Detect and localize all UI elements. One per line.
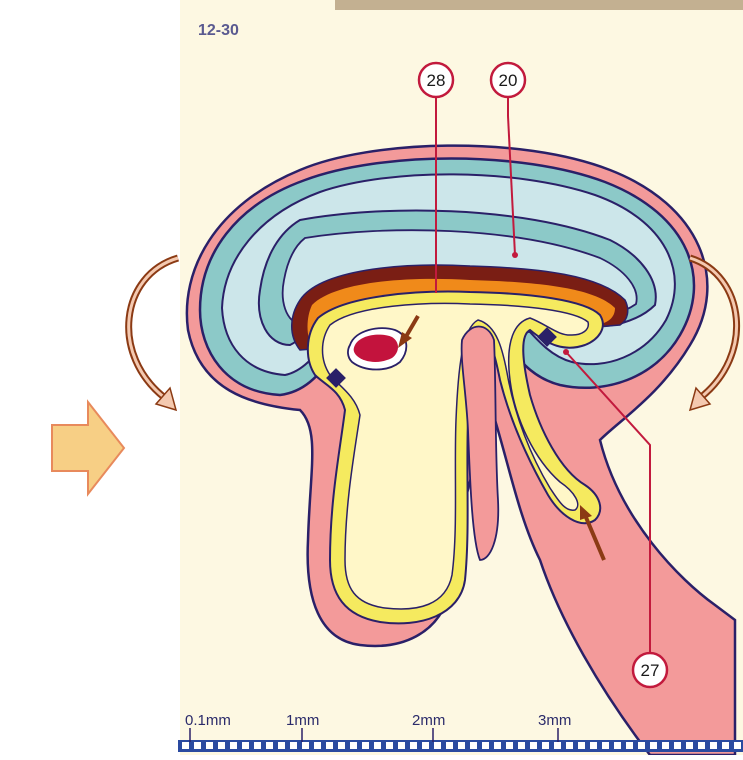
callout-label-27: 27 (641, 661, 660, 680)
scale-tick (686, 742, 693, 749)
scale-tick (218, 742, 225, 749)
right-block-arrow-icon (52, 402, 124, 494)
scale-tick (554, 742, 561, 749)
scale-tick (710, 742, 717, 749)
scale-tick (602, 742, 609, 749)
scale-tick (374, 742, 381, 749)
scale-tick (614, 742, 621, 749)
scale-tick (470, 742, 477, 749)
curved-arrow-left-icon (129, 258, 178, 410)
scale-tick (578, 742, 585, 749)
scale-label-2mm: 2mm (412, 712, 445, 729)
scale-tick (458, 742, 465, 749)
scale-tick (638, 742, 645, 749)
scale-label-3mm: 3mm (538, 712, 571, 729)
scale-tick (542, 742, 549, 749)
top-bar (335, 0, 743, 10)
scale-tick (566, 742, 573, 749)
scale-tick (518, 742, 525, 749)
scale-tick (362, 742, 369, 749)
callout-20: 20 (491, 63, 525, 97)
scale-tick (530, 742, 537, 749)
scale-tick (290, 742, 297, 749)
scale-tick (650, 742, 657, 749)
scale-tick (350, 742, 357, 749)
scale-tick (662, 742, 669, 749)
scale-tick (674, 742, 681, 749)
scale-label-1mm: 1mm (286, 712, 319, 729)
scale-tick (434, 742, 441, 749)
scale-tick (626, 742, 633, 749)
scale-tick (338, 742, 345, 749)
scale-tick (590, 742, 597, 749)
scale-tick (302, 742, 309, 749)
scale-tick (266, 742, 273, 749)
scale-tick (194, 742, 201, 749)
scale-tick (326, 742, 333, 749)
callout-label-20: 20 (499, 71, 518, 90)
callout-dot-27 (563, 349, 569, 355)
callout-27: 27 (633, 653, 667, 687)
scale-tick (398, 742, 405, 749)
scale-tick (278, 742, 285, 749)
callout-28: 28 (419, 63, 453, 97)
scale-tick (494, 742, 501, 749)
scale-tick (314, 742, 321, 749)
scale-tick (422, 742, 429, 749)
scale-tick (410, 742, 417, 749)
scale-tick (182, 742, 189, 749)
figure-number: 12-30 (198, 22, 239, 40)
scale-tick (698, 742, 705, 749)
scale-tick (506, 742, 513, 749)
scale-label-0-1mm: 0.1mm (185, 712, 231, 729)
scale-tick (446, 742, 453, 749)
scale-tick (242, 742, 249, 749)
scale-tick (230, 742, 237, 749)
callout-label-28: 28 (427, 71, 446, 90)
scale-tick (482, 742, 489, 749)
callout-dot-20 (512, 252, 518, 258)
scale-tick (386, 742, 393, 749)
scale-tick (206, 742, 213, 749)
scale-tick (734, 742, 741, 749)
scale-tick (722, 742, 729, 749)
scale-tick (254, 742, 261, 749)
